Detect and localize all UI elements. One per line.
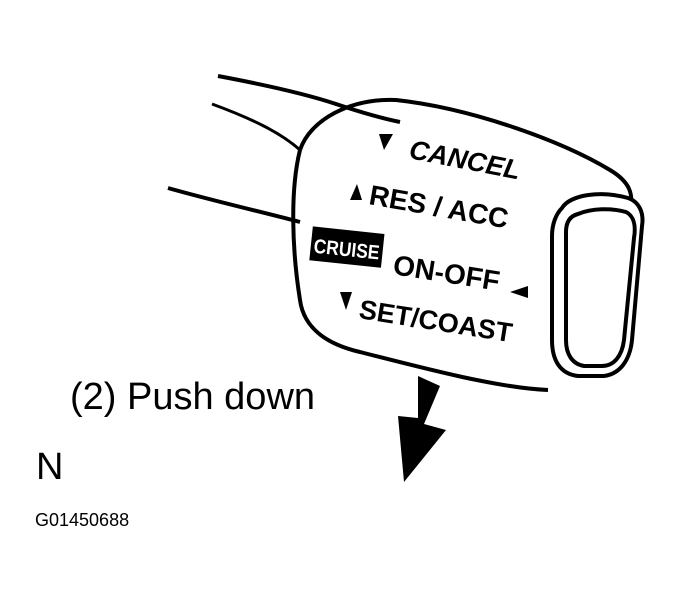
- down-triangle-icon: [340, 292, 352, 310]
- cruise-badge: CRUISE: [309, 226, 385, 268]
- lever-stalk-fold: [211, 102, 302, 152]
- lever-stalk-bottom-edge: [167, 186, 301, 224]
- left-triangle-icon: [510, 286, 528, 298]
- down-triangle-icon: [379, 134, 393, 150]
- figure-code: G01450688: [35, 510, 130, 530]
- push-down-arrow-icon: [398, 376, 446, 482]
- set-coast-label: SET/COAST: [357, 294, 515, 348]
- on-off-label: ON-OFF: [391, 249, 502, 296]
- lever-stalk-top-edge: [217, 74, 401, 124]
- lever-head-outline: [291, 97, 634, 392]
- up-triangle-icon: [350, 184, 362, 200]
- cancel-label: CANCEL: [407, 134, 523, 185]
- push-down-caption: (2) Push down: [70, 376, 316, 418]
- lever-end-cap: [550, 192, 645, 378]
- res-acc-label: RES / ACC: [367, 179, 511, 234]
- position-letter: N: [36, 446, 64, 488]
